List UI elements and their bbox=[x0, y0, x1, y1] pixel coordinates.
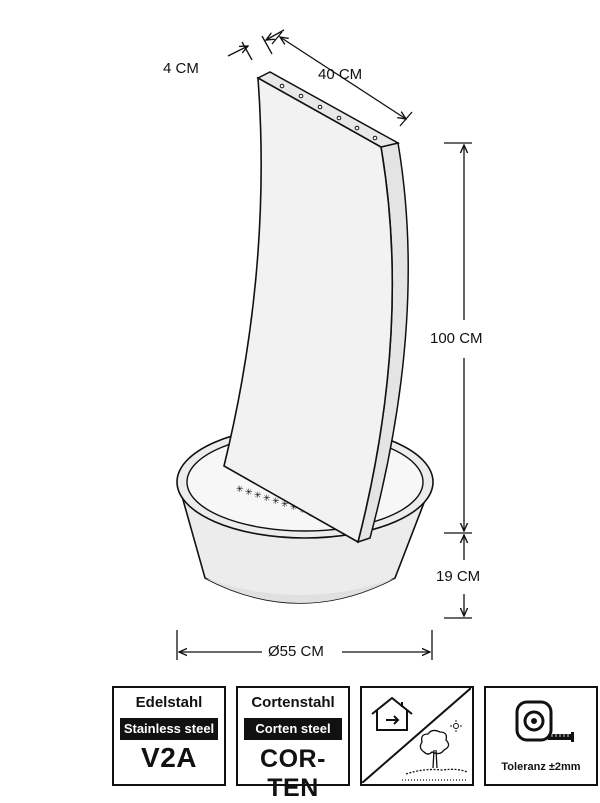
label-height: 100 CM bbox=[430, 330, 483, 347]
dim-diameter bbox=[176, 630, 433, 660]
badge-tolerance-label: Toleranz ±2mm bbox=[501, 761, 581, 773]
badge-stainless-subtitle: Stainless steel bbox=[120, 718, 218, 740]
badge-corten-title: Cortenstahl bbox=[251, 694, 335, 711]
svg-text:✳: ✳ bbox=[254, 490, 262, 500]
dim-width bbox=[271, 31, 413, 127]
badge-stainless-steel: Edelstahl Stainless steel V2A bbox=[112, 686, 226, 786]
dim-height bbox=[444, 142, 472, 534]
label-thickness: 4 CM bbox=[163, 60, 199, 77]
svg-text:✳: ✳ bbox=[281, 499, 289, 509]
svg-text:✳: ✳ bbox=[272, 496, 280, 506]
svg-text:✳: ✳ bbox=[290, 502, 298, 512]
badge-tolerance: Toleranz ±2mm bbox=[484, 686, 598, 786]
sun-icon bbox=[450, 720, 462, 732]
label-width: 40 CM bbox=[318, 66, 363, 83]
svg-text:✳: ✳ bbox=[236, 484, 244, 494]
dim-basin-height bbox=[444, 535, 472, 619]
svg-text:✳: ✳ bbox=[263, 493, 271, 503]
label-basin-height: 19 CM bbox=[436, 568, 481, 585]
badge-stainless-title: Edelstahl bbox=[135, 694, 203, 711]
dim-thickness bbox=[227, 29, 285, 61]
house-icon bbox=[371, 696, 413, 731]
svg-text:✳: ✳ bbox=[245, 487, 253, 497]
badge-indoor-outdoor bbox=[360, 686, 474, 786]
fountain-drawing: ✳✳✳ ✳✳✳ ✳✳✳ bbox=[176, 29, 472, 660]
badge-corten-subtitle: Corten steel bbox=[244, 718, 342, 740]
curved-panel bbox=[223, 71, 409, 544]
badge-stainless-code: V2A bbox=[141, 742, 197, 773]
badge-corten-steel: Cortenstahl Corten steel COR-TEN bbox=[236, 686, 350, 802]
tape-measure-icon bbox=[515, 700, 574, 742]
label-diameter: Ø55 CM bbox=[268, 643, 324, 660]
badge-corten-code: COR-TEN bbox=[260, 745, 326, 802]
tree-icon bbox=[402, 729, 468, 781]
